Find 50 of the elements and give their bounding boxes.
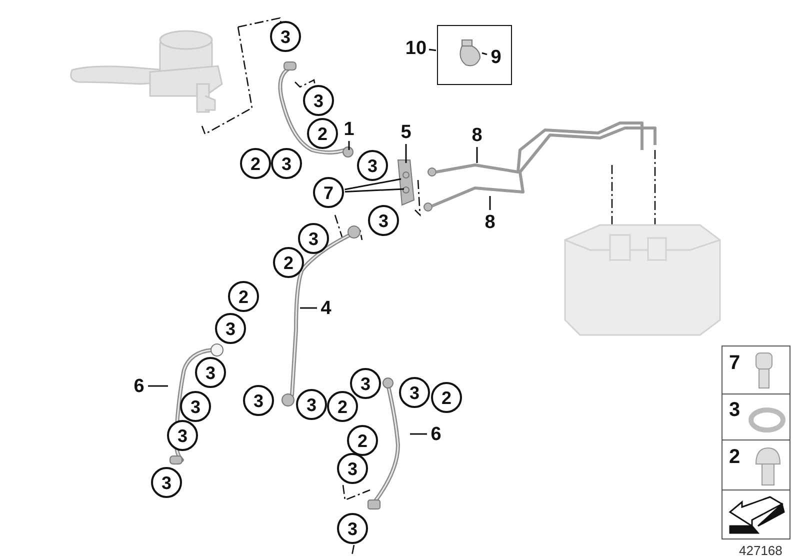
callout-number: 3 <box>167 420 198 451</box>
leader-line <box>428 48 436 52</box>
callout-number: 2 <box>228 281 259 312</box>
part-number: 8 <box>469 124 485 146</box>
callout-number: 3 <box>337 513 368 544</box>
callout-number: 3 <box>296 389 327 420</box>
leader-line <box>476 147 478 163</box>
callout-number: 2 <box>347 425 378 456</box>
callout-number: 2 <box>431 382 462 413</box>
part-number: 10 <box>404 37 428 59</box>
leader-line <box>344 188 404 192</box>
callout-number: 3 <box>350 368 381 399</box>
leader-line <box>348 141 350 150</box>
callout-number: 3 <box>151 467 182 498</box>
callout-number: 2 <box>307 118 338 149</box>
part-number: 1 <box>341 118 357 140</box>
callout-number: 2 <box>273 247 304 278</box>
callout-number: 3 <box>270 21 301 52</box>
callout-number: 3 <box>337 453 368 484</box>
diagram-number: 427168 <box>739 544 782 557</box>
callout-number: 7 <box>313 177 344 208</box>
part-number: 7 <box>729 353 740 373</box>
part-number: 8 <box>482 211 498 233</box>
leader-line <box>489 196 491 210</box>
part-number: 2 <box>729 447 740 467</box>
leader-line <box>405 144 407 163</box>
part-number: 6 <box>428 423 444 445</box>
leader-line <box>344 178 402 190</box>
callout-number: 3 <box>215 313 246 344</box>
callout-number: 3 <box>357 150 388 181</box>
part-number: 4 <box>318 297 334 319</box>
callout-number: 3 <box>243 385 274 416</box>
callout-number: 2 <box>240 148 271 179</box>
part-number: 3 <box>729 400 740 420</box>
callout-number: 3 <box>368 205 399 236</box>
leader-line <box>148 385 168 387</box>
callout-number: 3 <box>271 148 302 179</box>
frame-box <box>437 25 512 85</box>
callout-number: 3 <box>180 391 211 422</box>
leader-line <box>410 433 427 435</box>
part-number: 9 <box>488 46 504 68</box>
callout-number: 2 <box>327 391 358 422</box>
leader-line <box>482 52 488 56</box>
callout-number: 3 <box>298 223 329 254</box>
leader-line <box>300 307 317 309</box>
callout-number: 3 <box>399 377 430 408</box>
callout-number: 3 <box>303 85 334 116</box>
part-number: 6 <box>131 375 147 397</box>
part-number: 5 <box>398 121 414 143</box>
callout-number: 3 <box>195 357 226 388</box>
